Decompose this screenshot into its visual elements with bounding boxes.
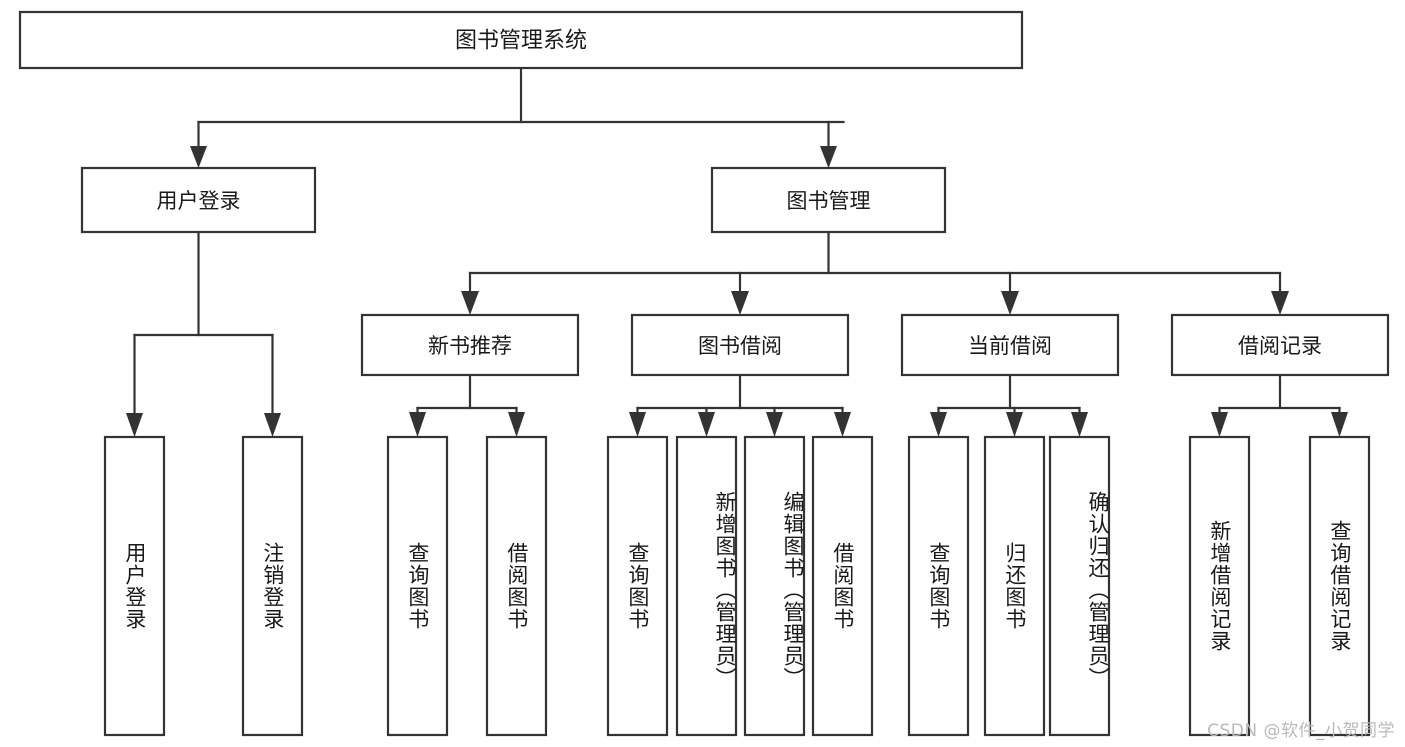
node-root-box[interactable] <box>18 10 1024 70</box>
node-root-label: 图书管理系统 <box>455 29 587 54</box>
arrowhead-leaf-return-book <box>1006 412 1023 437</box>
arrowhead-leaf-user-login <box>126 413 143 437</box>
connector-group-book-manage <box>461 230 1289 315</box>
leaf-box-add-book[interactable] <box>675 435 738 737</box>
arrowhead-leaf-add-record <box>1211 412 1228 437</box>
node-new-book-rec-label: 新书推荐 <box>428 334 512 358</box>
node-user-login[interactable]: 用户登录 <box>80 166 317 234</box>
arrowhead-to-borrow-record <box>1271 291 1289 315</box>
node-book-manage-box[interactable] <box>710 166 947 234</box>
node-root[interactable]: 图书管理系统 <box>18 10 1024 70</box>
arrowhead-leaf-query-book-1 <box>409 412 426 437</box>
arrowhead-leaf-query-book-2 <box>629 412 646 437</box>
arrowhead-leaf-query-book-3 <box>930 412 947 437</box>
node-user-login-box[interactable] <box>80 166 317 234</box>
leaf-box-borrow-book-2[interactable] <box>811 435 874 737</box>
arrowhead-leaf-query-record <box>1331 412 1348 437</box>
arrowhead-to-book-borrow <box>731 291 749 315</box>
arrowhead-leaf-borrow-book-1 <box>508 412 525 437</box>
leaf-box-query-book-1[interactable] <box>386 435 449 737</box>
connector-group-root <box>190 66 845 168</box>
arrowhead-leaf-edit-book <box>766 412 783 437</box>
arrowhead-leaf-confirm-return <box>1071 412 1088 437</box>
node-book-manage-label: 图书管理 <box>787 189 871 213</box>
node-current-borrow-box[interactable] <box>900 313 1120 377</box>
leaf-node-group <box>103 435 1371 737</box>
arrowhead-to-user-login <box>190 146 207 168</box>
csdn-watermark: CSDN @软件_小贺同学 <box>1207 721 1395 741</box>
arrowhead-to-current-borrow <box>1001 291 1019 315</box>
node-borrow-record-box[interactable] <box>1170 313 1390 377</box>
arrowhead-to-book-manage <box>820 146 837 168</box>
connector-group-user-login <box>126 230 281 437</box>
leaf-box-borrow-book-1[interactable] <box>485 435 548 737</box>
leaf-box-return-book[interactable] <box>983 435 1046 737</box>
connector-group-new-book-rec <box>409 373 525 437</box>
connector-group-current-borrow <box>930 373 1088 437</box>
node-new-book-rec-box[interactable] <box>360 313 580 377</box>
leaf-box-query-book-2[interactable] <box>606 435 669 737</box>
node-book-borrow-box[interactable] <box>630 313 850 377</box>
node-book-borrow[interactable]: 图书借阅 <box>630 313 850 377</box>
leaf-box-query-book-3[interactable] <box>907 435 970 737</box>
node-borrow-record[interactable]: 借阅记录 <box>1170 313 1390 377</box>
node-current-borrow[interactable]: 当前借阅 <box>900 313 1120 377</box>
arrowhead-to-new-book-rec <box>461 291 479 315</box>
leaf-box-query-record[interactable] <box>1308 435 1371 737</box>
leaf-box-confirm-return[interactable] <box>1048 435 1111 737</box>
node-new-book-rec[interactable]: 新书推荐 <box>360 313 580 377</box>
leaf-box-add-record[interactable] <box>1188 435 1251 737</box>
node-book-borrow-label: 图书借阅 <box>698 334 782 358</box>
node-user-login-label: 用户登录 <box>157 189 241 213</box>
arrowhead-leaf-add-book <box>698 412 715 437</box>
node-book-manage[interactable]: 图书管理 <box>710 166 947 234</box>
leaf-box-edit-book[interactable] <box>743 435 806 737</box>
node-current-borrow-label: 当前借阅 <box>968 334 1052 358</box>
arrowhead-leaf-borrow-book-2 <box>834 412 851 437</box>
connector-group-borrow-record <box>1211 373 1348 437</box>
leaf-box-user-login[interactable] <box>103 435 166 737</box>
node-borrow-record-label: 借阅记录 <box>1238 334 1322 358</box>
leaf-box-logout[interactable] <box>241 435 304 737</box>
connector-group-book-borrow <box>629 373 851 437</box>
arrowhead-leaf-logout <box>264 413 281 437</box>
